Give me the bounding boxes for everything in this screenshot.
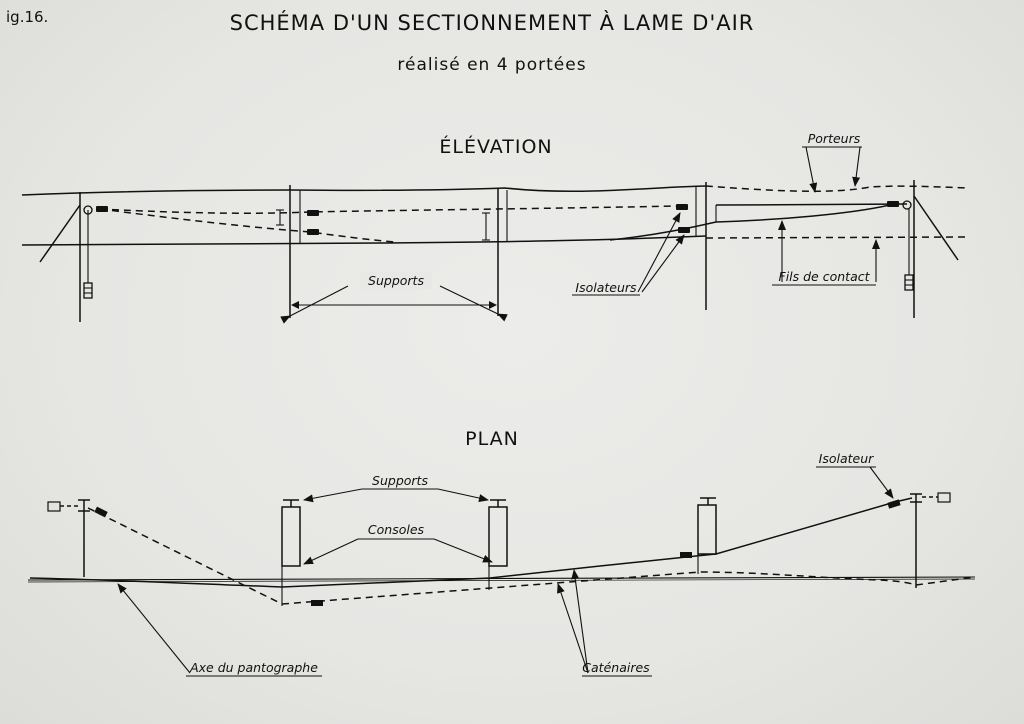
elevation-messenger-right bbox=[715, 203, 908, 206]
elevation-weight-left bbox=[83, 282, 93, 299]
page-title: SCHÉMA D'UN SECTIONNEMENT À LAME D'AIR bbox=[230, 10, 755, 35]
plan-support-2 bbox=[488, 499, 508, 590]
plan-heading: PLAN bbox=[465, 428, 519, 450]
elevation-anchor-right bbox=[913, 195, 959, 261]
elevation-insulator bbox=[307, 229, 319, 235]
elevation-contact-dashed bbox=[99, 208, 396, 243]
plan-consoles-label: Consoles bbox=[368, 522, 425, 537]
elevation-insulator bbox=[307, 210, 319, 216]
elevation-heading: ÉLÉVATION bbox=[439, 135, 552, 158]
plan-catenary-solid-b bbox=[281, 501, 896, 588]
plan-pantograph-axis bbox=[27, 576, 976, 581]
elevation-contact-wire-left bbox=[21, 235, 707, 246]
plan-anchor-right bbox=[937, 492, 951, 503]
elevation-isolateurs-label: Isolateurs bbox=[575, 280, 637, 295]
elevation-porteurs-label: Porteurs bbox=[808, 131, 861, 146]
elevation-fils-contact-label: Fils de contact bbox=[779, 269, 871, 284]
plan-catenary-solid-a bbox=[29, 577, 283, 588]
elevation-insulator bbox=[96, 206, 108, 212]
elevation-messenger-dashed-right bbox=[705, 185, 969, 193]
plan-view: Supports Consoles Isolateur Axe du panto… bbox=[27, 451, 976, 677]
plan-insulator bbox=[680, 552, 692, 558]
plan-support-3 bbox=[697, 497, 717, 574]
plan-insulator bbox=[94, 506, 108, 518]
plan-catenaires-label: Caténaires bbox=[582, 660, 650, 675]
plan-insulator bbox=[311, 600, 323, 606]
elevation-contact-link bbox=[609, 221, 717, 241]
elevation-contact-right bbox=[715, 204, 891, 223]
plan-axe-pantographe-label: Axe du pantographe bbox=[189, 660, 318, 675]
plan-catenary-dashed-b bbox=[281, 571, 917, 605]
elevation-contact-dashed-right bbox=[705, 236, 969, 239]
plan-isolateur-label: Isolateur bbox=[819, 451, 874, 466]
plan-support-1 bbox=[281, 499, 301, 606]
elevation-insulator bbox=[887, 201, 899, 207]
elevation-supports-label: Supports bbox=[368, 273, 424, 288]
elevation-insulator bbox=[678, 227, 690, 233]
elevation-weight-right bbox=[904, 274, 914, 291]
plan-anchor-left bbox=[47, 501, 61, 512]
elevation-view: Supports Porteurs Isolateurs Fils de con… bbox=[21, 131, 969, 324]
elevation-messenger-dashed bbox=[99, 205, 681, 214]
plan-insulator bbox=[887, 499, 901, 509]
elevation-messenger-left bbox=[21, 185, 707, 196]
plan-supports-label: Supports bbox=[372, 473, 428, 488]
plan-catenary-dashed-a bbox=[87, 507, 283, 605]
elevation-insulator bbox=[676, 204, 688, 210]
figure-number: ig.16. bbox=[6, 8, 48, 26]
page-subtitle: réalisé en 4 portées bbox=[397, 55, 586, 75]
elevation-anchor-left bbox=[39, 204, 81, 263]
